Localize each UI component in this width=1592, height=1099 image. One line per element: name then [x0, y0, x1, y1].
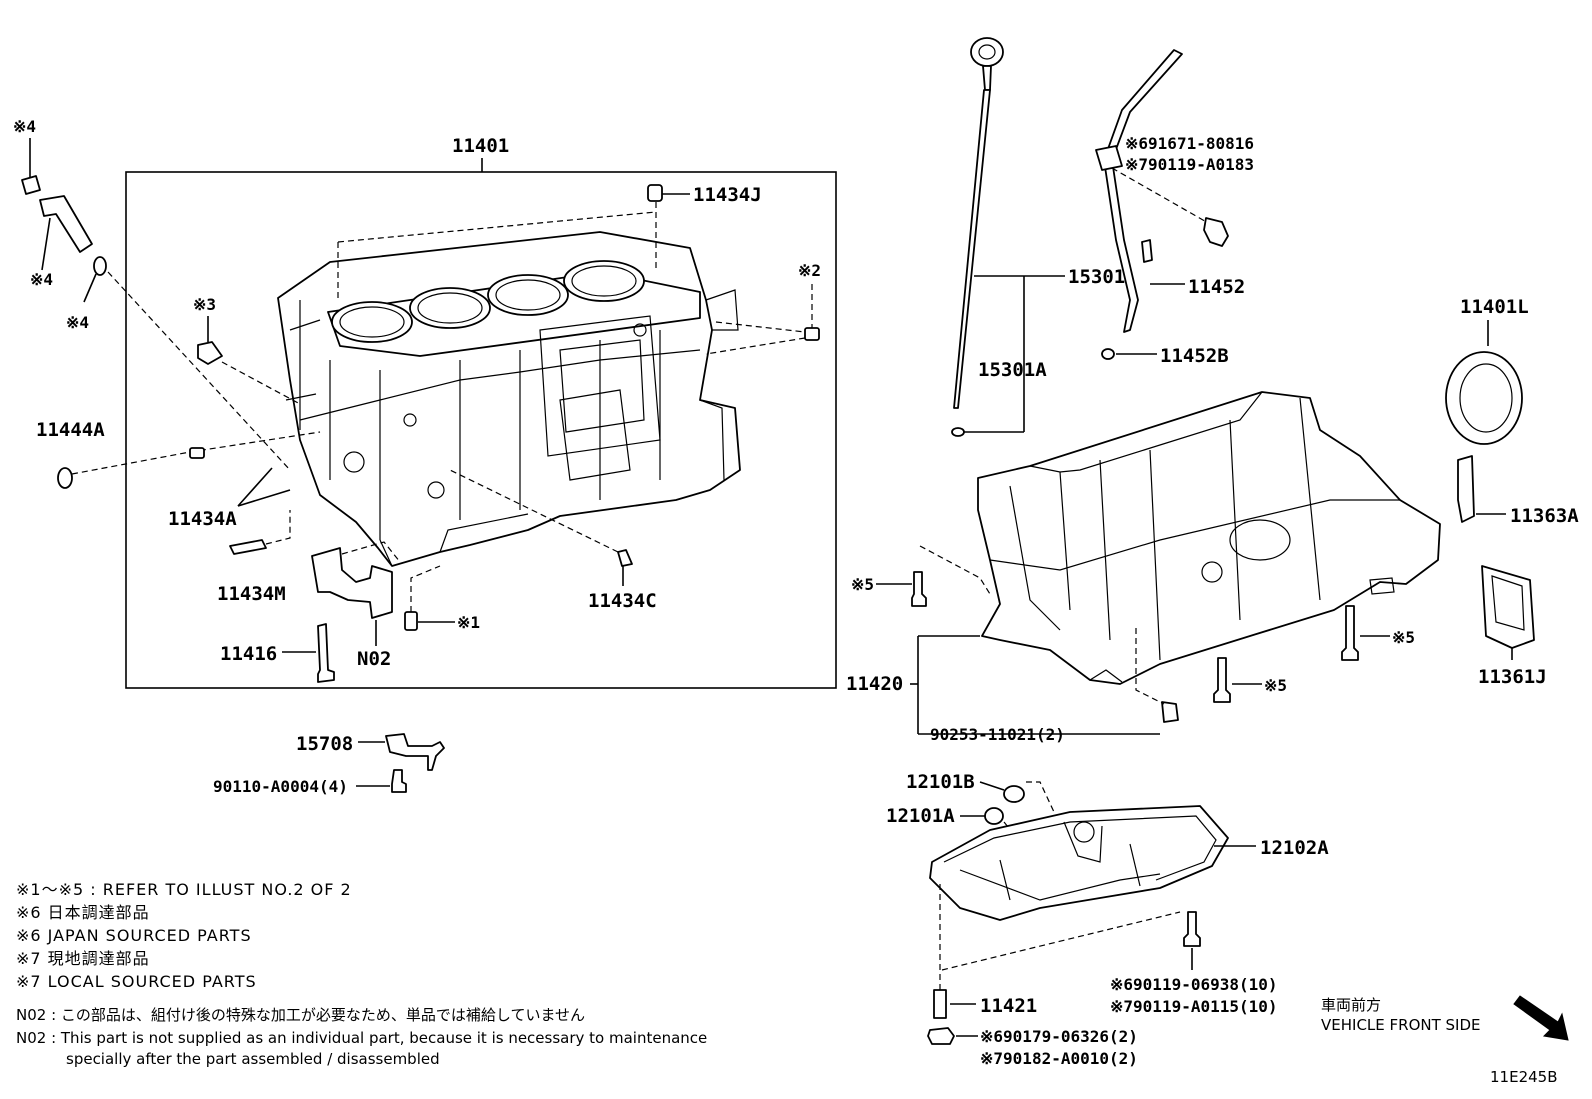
label-11452B[interactable]: 11452B: [1160, 345, 1229, 367]
n02-notes: N02 : この部品は、組付け後の特殊な加工が必要なため、単品では補給していませ…: [16, 1006, 707, 1068]
label-11401L[interactable]: 11401L: [1460, 296, 1529, 318]
ref-3-label: ※3: [193, 295, 216, 314]
part-12101A-gasket[interactable]: [984, 807, 1004, 825]
part-690119-bolt[interactable]: [1183, 911, 1201, 947]
label-90110[interactable]: 90110-A0004(4): [213, 777, 348, 796]
ref-4b-label: ※4: [30, 270, 53, 289]
label-11434C[interactable]: 11434C: [588, 590, 657, 612]
cylinder-block-illustration: [277, 231, 741, 567]
dipstick-guide-11452[interactable]: [1095, 49, 1183, 333]
part-90253-dowel[interactable]: [1161, 701, 1179, 723]
label-11401[interactable]: 11401: [452, 135, 509, 157]
ref-4c-label: ※4: [66, 313, 89, 332]
part-ref3-plug[interactable]: [197, 341, 223, 365]
part-11434C[interactable]: [617, 549, 633, 567]
part-90110-bolt[interactable]: [391, 769, 407, 793]
ref-5a-label: ※5: [851, 575, 874, 594]
label-12101B[interactable]: 12101B: [906, 771, 975, 793]
label-15708[interactable]: 15708: [296, 733, 353, 755]
label-90253[interactable]: 90253-11021(2): [930, 725, 1065, 744]
ref-4a-label: ※4: [13, 117, 36, 136]
part-ref4-oring[interactable]: [93, 256, 107, 276]
label-11420[interactable]: 11420: [846, 673, 903, 695]
ref-5b-label: ※5: [1392, 628, 1415, 647]
part-ref1-dowel[interactable]: [404, 611, 418, 631]
part-ref2-dowel[interactable]: [804, 327, 820, 341]
part-11452B-oring[interactable]: [1101, 348, 1115, 360]
part-11416-bolt[interactable]: [317, 623, 335, 683]
note-line-4: ※7 現地調達部品: [16, 949, 150, 968]
part-ref4-sensor[interactable]: [39, 195, 93, 253]
label-11363A[interactable]: 11363A: [1510, 505, 1579, 527]
engine-block-group-frame: [125, 171, 837, 689]
ref-5c-label: ※5: [1264, 676, 1287, 695]
label-690119[interactable]: ※690119-06938(10): [1110, 975, 1278, 994]
label-790182[interactable]: ※790182-A0010(2): [980, 1049, 1138, 1068]
reference-notes: ※1～※5 : REFER TO ILLUST NO.2 OF 2 ※6 日本調…: [16, 880, 352, 991]
ref-2-label: ※2: [798, 261, 821, 280]
dipstick-15301[interactable]: [953, 37, 1004, 409]
part-ref5-bolt-b[interactable]: [1341, 605, 1359, 661]
note-line-5: ※7 LOCAL SOURCED PARTS: [16, 972, 257, 991]
part-11434A[interactable]: [189, 447, 205, 459]
label-11452[interactable]: 11452: [1188, 276, 1245, 298]
label-11434J[interactable]: 11434J: [693, 184, 762, 206]
label-11434M[interactable]: 11434M: [217, 583, 286, 605]
part-11421-stud[interactable]: [933, 989, 947, 1019]
label-11434A[interactable]: 11434A: [168, 508, 237, 530]
ref-1-label: ※1: [457, 613, 480, 632]
front-label-en: VEHICLE FRONT SIDE: [1321, 1016, 1481, 1034]
part-11434J[interactable]: [647, 184, 663, 202]
front-label-jp: 車両前方: [1321, 996, 1381, 1014]
part-11444A[interactable]: [57, 467, 73, 489]
note-line-3: ※6 JAPAN SOURCED PARTS: [16, 926, 252, 945]
label-N02[interactable]: N02: [357, 648, 391, 670]
oil-pan-12102A[interactable]: [929, 805, 1229, 921]
n02-note-en-2: specially after the part assembled / dis…: [66, 1050, 440, 1068]
label-11416[interactable]: 11416: [220, 643, 277, 665]
label-11361J[interactable]: 11361J: [1478, 666, 1547, 688]
note-line-1: ※1～※5 : REFER TO ILLUST NO.2 OF 2: [16, 880, 352, 899]
label-790119b[interactable]: ※790119-A0115(10): [1110, 997, 1278, 1016]
part-11363A[interactable]: [1457, 455, 1475, 523]
part-690179-nut[interactable]: [927, 1027, 955, 1045]
part-15301A-oring[interactable]: [951, 427, 965, 437]
part-15708-oil-jet[interactable]: [385, 733, 445, 771]
label-12101A[interactable]: 12101A: [886, 805, 955, 827]
part-11401L-oil-seal[interactable]: [1445, 351, 1523, 445]
part-ref4-bolt[interactable]: [21, 175, 41, 195]
label-15301A[interactable]: 15301A: [978, 359, 1047, 381]
label-690179[interactable]: ※690179-06326(2): [980, 1027, 1138, 1046]
label-15301[interactable]: 15301: [1068, 266, 1125, 288]
lower-crankcase-11420[interactable]: [977, 391, 1441, 685]
part-N02-bearing-cap[interactable]: [311, 547, 393, 619]
label-790119a[interactable]: ※790119-A0183: [1125, 155, 1254, 174]
part-11434M[interactable]: [229, 539, 267, 555]
front-direction-arrow-icon: [1513, 995, 1569, 1041]
label-11421[interactable]: 11421: [980, 995, 1037, 1017]
label-11444A[interactable]: 11444A: [36, 419, 105, 441]
part-ref5-bolt-a[interactable]: [911, 571, 927, 607]
note-line-2: ※6 日本調達部品: [16, 903, 150, 922]
n02-note-jp: N02 : この部品は、組付け後の特殊な加工が必要なため、単品では補給していませ…: [16, 1006, 585, 1024]
label-12102A[interactable]: 12102A: [1260, 837, 1329, 859]
n02-note-en-1: N02 : This part is not supplied as an in…: [16, 1029, 707, 1047]
part-12101B-plug[interactable]: [1003, 785, 1025, 803]
part-ref5-bolt-c[interactable]: [1213, 657, 1231, 703]
part-11361J-gasket[interactable]: [1481, 565, 1535, 649]
label-691671[interactable]: ※691671-80816: [1125, 134, 1254, 153]
part-691671-bolt[interactable]: [1203, 217, 1229, 247]
illustration-id: 11E245B: [1490, 1068, 1558, 1086]
